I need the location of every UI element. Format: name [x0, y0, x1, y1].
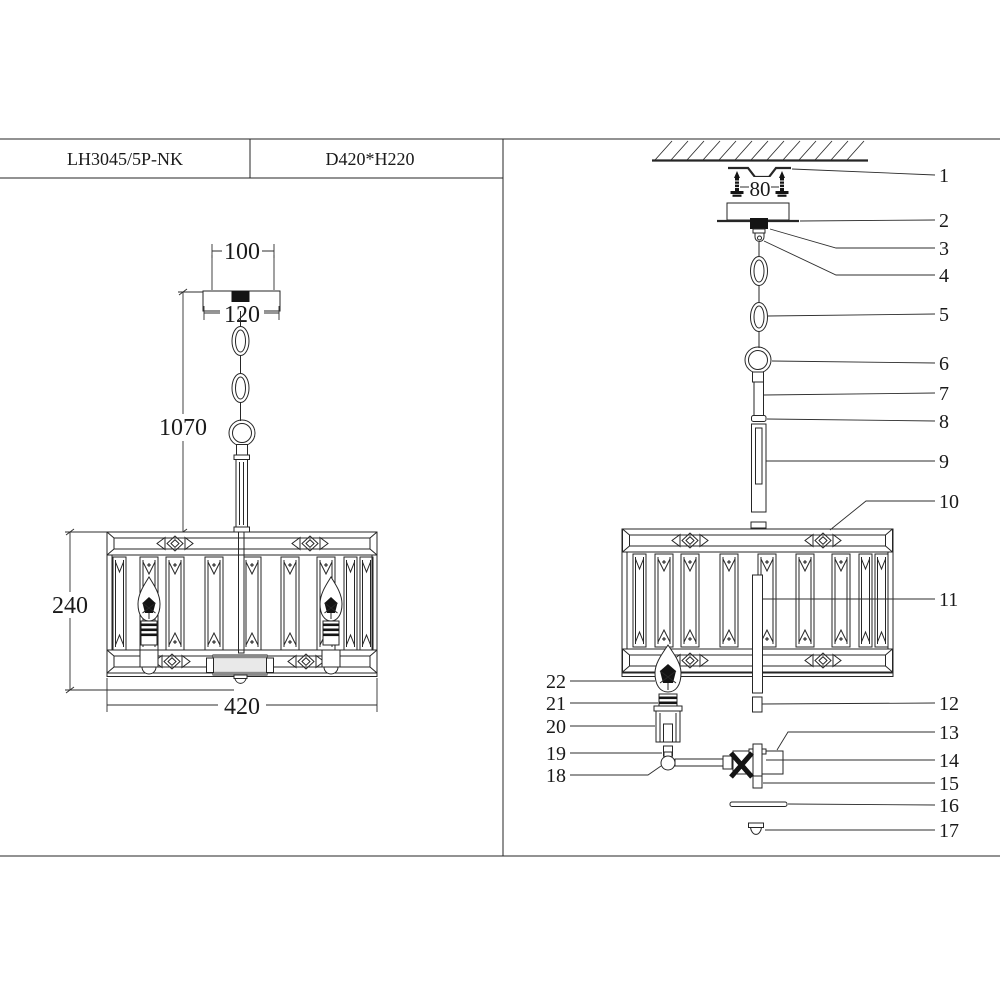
- part-number-14: 14: [939, 750, 959, 772]
- front-view: 100 120: [47, 238, 378, 720]
- arm-assembly: [674, 743, 784, 789]
- screw-icon: [775, 170, 789, 198]
- part-number-10: 10: [939, 491, 959, 513]
- model-number: LH3045/5P-NK: [67, 149, 183, 169]
- center-rod: [752, 574, 763, 713]
- svg-text:80: 80: [750, 177, 771, 201]
- nipple-and-ball: [660, 745, 676, 771]
- stem-parts: [750, 381, 767, 529]
- svg-text:1070: 1070: [159, 415, 207, 441]
- socket-and-sleeve: [653, 693, 683, 743]
- chain-front: [228, 311, 256, 533]
- dimension-shade-height: 240: [47, 528, 234, 694]
- part-number-18: 18: [546, 765, 566, 787]
- part-number-1: 1: [939, 165, 949, 187]
- part-number-2: 2: [939, 210, 949, 232]
- part-number-21: 21: [546, 693, 566, 715]
- part-number-16: 16: [939, 795, 959, 817]
- title-block: LH3045/5P-NK D420*H220: [0, 138, 1000, 857]
- part-number-3: 3: [939, 238, 949, 260]
- ceiling-hatch: [652, 140, 868, 162]
- canopy-exploded: [717, 202, 799, 223]
- part-number-22: 22: [546, 671, 566, 693]
- screw-icon: [730, 170, 744, 198]
- part-number-11: 11: [939, 589, 958, 611]
- svg-text:100: 100: [224, 239, 260, 265]
- part-number-17: 17: [939, 820, 959, 842]
- part-number-6: 6: [939, 353, 949, 375]
- svg-text:120: 120: [224, 302, 260, 328]
- part-number-15: 15: [939, 773, 959, 795]
- part-number-8: 8: [939, 411, 949, 433]
- connector-parts: [750, 218, 768, 242]
- dimension-hang-width: 100: [211, 238, 275, 290]
- svg-text:420: 420: [224, 694, 260, 720]
- part-number-12: 12: [939, 693, 959, 715]
- leader-lines: [570, 168, 936, 831]
- exploded-view: 80: [546, 140, 959, 842]
- dimension-shade-diameter: 420: [106, 678, 378, 720]
- part-number-4: 4: [939, 265, 949, 287]
- part-numbers-right: 1 2 3 4 5 6 7 8 9 10 11 12 13 14 15 16 1…: [939, 165, 959, 842]
- part-number-5: 5: [939, 304, 949, 326]
- crystal-shade-front: [106, 531, 378, 684]
- dimension-canopy-width: 120: [203, 302, 280, 328]
- part-number-20: 20: [546, 716, 566, 738]
- part-numbers-left: 18 19 20 21 22: [546, 671, 566, 787]
- svg-text:240: 240: [52, 593, 88, 619]
- part-number-9: 9: [939, 451, 949, 473]
- part-number-7: 7: [939, 383, 949, 405]
- chain-exploded: [750, 242, 768, 348]
- fixture-size: D420*H220: [326, 149, 415, 169]
- dimension-total-height: 1070: [156, 288, 210, 536]
- bulb-exploded: [654, 644, 682, 693]
- bottom-bar-and-finial: [729, 801, 788, 835]
- part-number-19: 19: [546, 743, 566, 765]
- dimension-screw-spacing: 80: [740, 177, 779, 201]
- part-number-13: 13: [939, 722, 959, 744]
- hanging-ring: [744, 346, 772, 383]
